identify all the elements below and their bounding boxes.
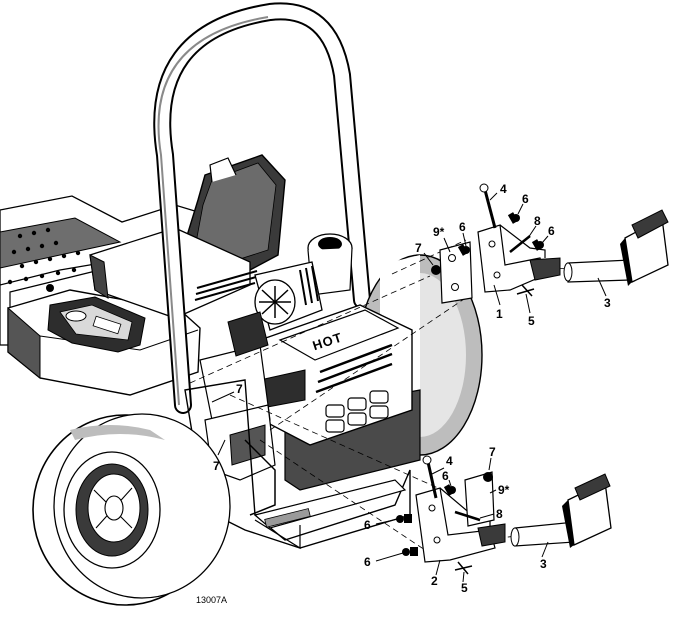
- callout-lower-6a: 6: [442, 469, 449, 483]
- callout-frame-7b: 7: [213, 459, 220, 473]
- callout-upper-6c: 6: [548, 224, 555, 238]
- callout-lower-4: 4: [446, 454, 453, 468]
- upper-plate-9: [439, 241, 473, 304]
- explosion-lines: [189, 239, 576, 561]
- upper-rod-3: [563, 209, 669, 286]
- upper-hitch-assembly: [431, 183, 669, 304]
- lower-plate-9: [464, 471, 495, 527]
- drive-components: [199, 311, 276, 516]
- roll-bar: [153, 2, 371, 414]
- callout-upper-6b: 6: [459, 220, 466, 234]
- engine: HOT: [259, 304, 421, 491]
- upper-pin-4: [479, 183, 497, 229]
- lower-bolts-6: [396, 484, 456, 556]
- rear-frame: [184, 379, 411, 550]
- seat-grille: [194, 270, 258, 301]
- callout-lower-7: 7: [489, 445, 496, 459]
- upper-bolts-6: [457, 212, 544, 256]
- callout-upper-3: 3: [604, 296, 611, 310]
- engine-vents: [325, 390, 389, 433]
- callout-frame-7a: 7: [236, 382, 243, 396]
- lower-pin-4: [422, 455, 438, 499]
- lower-nut-7: [483, 472, 493, 482]
- callout-lower-6c: 6: [364, 555, 371, 569]
- callout-upper-6a: 6: [522, 192, 529, 206]
- callout-upper-1: 1: [496, 307, 503, 321]
- frame-callouts: 7 7: [213, 382, 243, 473]
- upper-clip-5: [516, 284, 535, 297]
- upper-nut-7: [431, 265, 441, 275]
- mower-illustration: HOT: [0, 2, 483, 606]
- lower-hitch-assembly: [396, 455, 612, 575]
- callout-lower-8: 8: [496, 507, 503, 521]
- upper-bracket-1: [477, 224, 546, 293]
- upper-callouts: 4 6 9* 6 8 6 7 1 5 3: [415, 182, 611, 328]
- blower-fan-icon: [259, 286, 291, 318]
- wheel-hub: [93, 487, 133, 529]
- upper-pin-8: [509, 235, 531, 253]
- figure-id: 13007A: [196, 595, 227, 605]
- lower-callouts: 7 4 6 9* 8 6 6 2 5 3: [364, 445, 547, 595]
- lower-pin-8: [454, 510, 481, 522]
- callout-lower-9: 9*: [498, 483, 510, 497]
- callout-upper-7: 7: [415, 241, 422, 255]
- callout-upper-4: 4: [500, 182, 507, 196]
- deck-bolt-holes: [7, 227, 81, 285]
- rear-wheel: [32, 413, 231, 606]
- callout-upper-8: 8: [534, 214, 541, 228]
- callout-lower-2: 2: [431, 574, 438, 588]
- callout-lower-3: 3: [540, 557, 547, 571]
- callout-lower-6b: 6: [364, 518, 371, 532]
- callout-lower-5: 5: [461, 581, 468, 595]
- engine-fins: [315, 343, 393, 394]
- callout-upper-9: 9*: [433, 225, 445, 239]
- callout-upper-5: 5: [528, 314, 535, 328]
- leader-lines: [211, 192, 607, 583]
- lower-clip-5: [454, 561, 473, 575]
- lower-rod-3: [510, 473, 612, 548]
- air-cleaner: [254, 233, 353, 331]
